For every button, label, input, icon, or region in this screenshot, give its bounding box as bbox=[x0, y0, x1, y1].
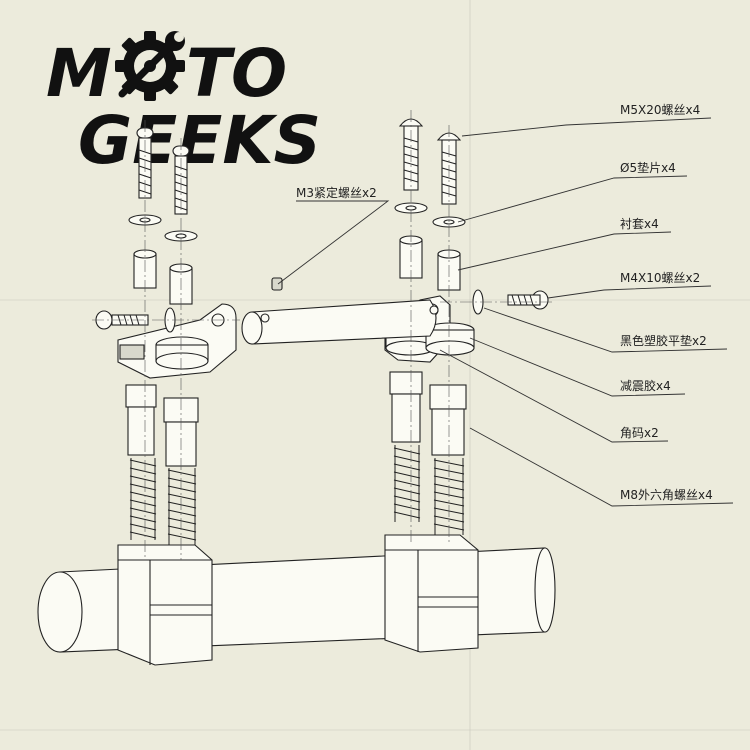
m4x10-screw-right bbox=[507, 290, 549, 310]
logo-line2: GEEKS bbox=[78, 102, 321, 179]
crossbar bbox=[241, 299, 439, 345]
left-clamp-base bbox=[117, 544, 213, 666]
callout-plastic-washer: 黑色塑胶平垫x2 bbox=[620, 333, 707, 348]
m8-hex-bolt-left-front bbox=[125, 384, 157, 540]
callout-labels: M5X20螺丝x4 Ø5垫片x4 衬套x4 M4X10螺丝x2 黑色塑胶平垫x2… bbox=[296, 103, 713, 502]
right-damper-rear bbox=[425, 322, 475, 356]
callout-bracket: 角码x2 bbox=[620, 426, 659, 440]
logo-line1-start: M bbox=[46, 35, 112, 112]
callout-m4x10-screw: M4X10螺丝x2 bbox=[620, 271, 700, 285]
m8-hex-bolt-right-front bbox=[389, 371, 423, 522]
gear-with-wrench-icon bbox=[115, 31, 185, 101]
moto-geeks-logo: M TO GEEKS bbox=[46, 31, 321, 179]
callout-damper: 减震胶x4 bbox=[620, 378, 671, 393]
m8-hex-bolt-right-rear bbox=[429, 384, 467, 535]
callout-m5x20-screw: M5X20螺丝x4 bbox=[620, 103, 700, 117]
callout-bushing: 衬套x4 bbox=[620, 217, 659, 231]
assembly-axes bbox=[92, 110, 552, 560]
callout-washer: Ø5垫片x4 bbox=[620, 160, 676, 175]
callout-m8-hex-bolt: M8外六角螺丝x4 bbox=[620, 488, 713, 502]
m3-set-screw bbox=[271, 277, 283, 291]
left-damper bbox=[155, 336, 209, 370]
callout-leaders bbox=[277, 117, 734, 507]
callout-m3-set-screw: M3紧定螺丝x2 bbox=[296, 185, 377, 200]
logo-line1-end: TO bbox=[186, 35, 287, 112]
right-clamp-base bbox=[384, 534, 479, 653]
